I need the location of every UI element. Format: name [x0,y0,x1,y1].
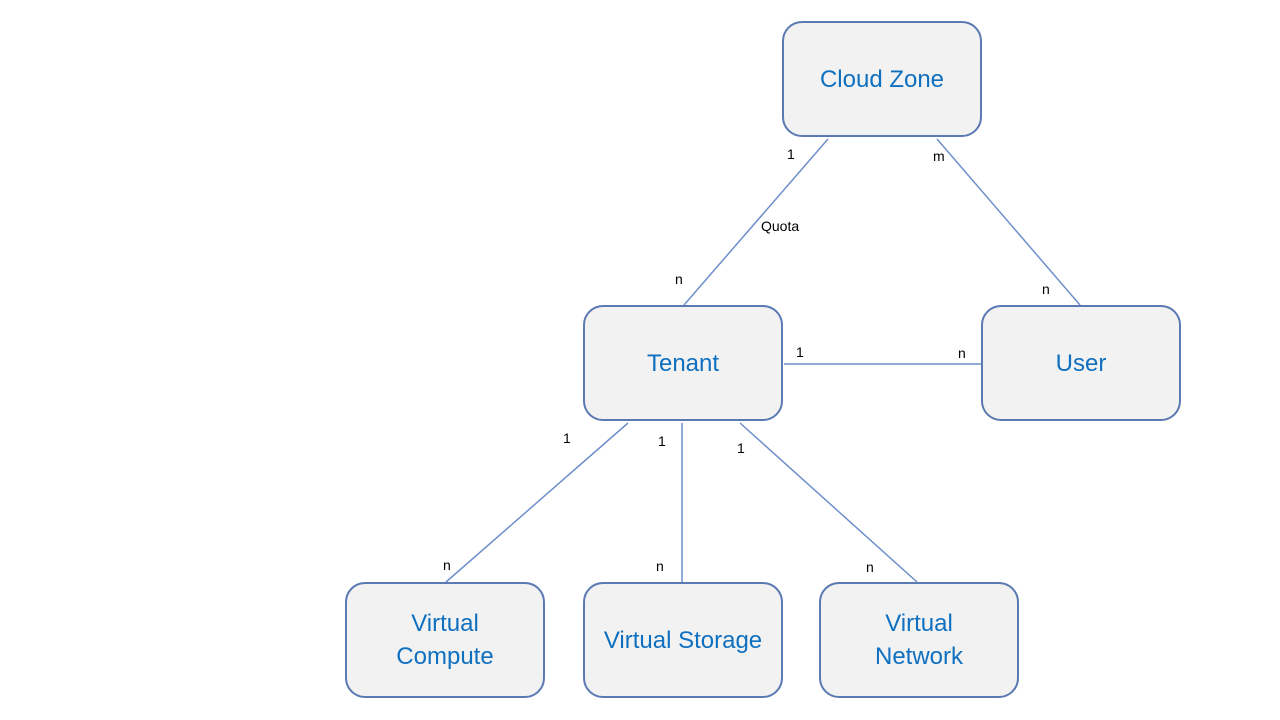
node-virtual-compute-label: Virtual Compute [396,610,494,670]
cardinality-tenant-user-to: n [958,345,966,361]
node-virtual-network-label: Virtual Network [874,610,964,670]
node-virtual-compute[interactable]: Virtual Compute [345,582,545,698]
cardinality-tenant-network-from: 1 [737,440,745,456]
relationship-quota-label: Quota [761,218,800,234]
cardinality-user-side: n [1042,281,1050,297]
cardinality-tenant-storage-to: n [656,558,664,574]
node-virtual-storage[interactable]: Virtual Storage [583,582,783,698]
edge-tenant-compute [445,422,629,583]
node-cloud-zone-label: Cloud Zone [819,65,945,93]
edge-cloudzone-user [936,138,1081,306]
node-virtual-network[interactable]: Virtual Network [819,582,1019,698]
node-user[interactable]: User [981,305,1181,421]
node-virtual-storage-label: Virtual Storage [603,626,763,654]
cardinality-tenant-user-from: 1 [796,344,804,360]
node-tenant[interactable]: Tenant [583,305,783,421]
cardinality-cloudzone-user-side: m [933,148,945,164]
edge-cloudzone-tenant [683,138,829,306]
cardinality-tenant-side: n [675,271,683,287]
cardinality-tenant-network-to: n [866,559,874,575]
node-cloud-zone[interactable]: Cloud Zone [782,21,982,137]
node-user-label: User [1055,349,1107,377]
cardinality-tenant-compute-to: n [443,557,451,573]
cardinality-tenant-compute-from: 1 [563,430,571,446]
cardinality-tenant-storage-from: 1 [658,433,666,449]
node-tenant-label: Tenant [646,349,720,377]
cardinality-cloudzone-side: 1 [787,146,795,162]
edge-tenant-network [739,422,918,583]
